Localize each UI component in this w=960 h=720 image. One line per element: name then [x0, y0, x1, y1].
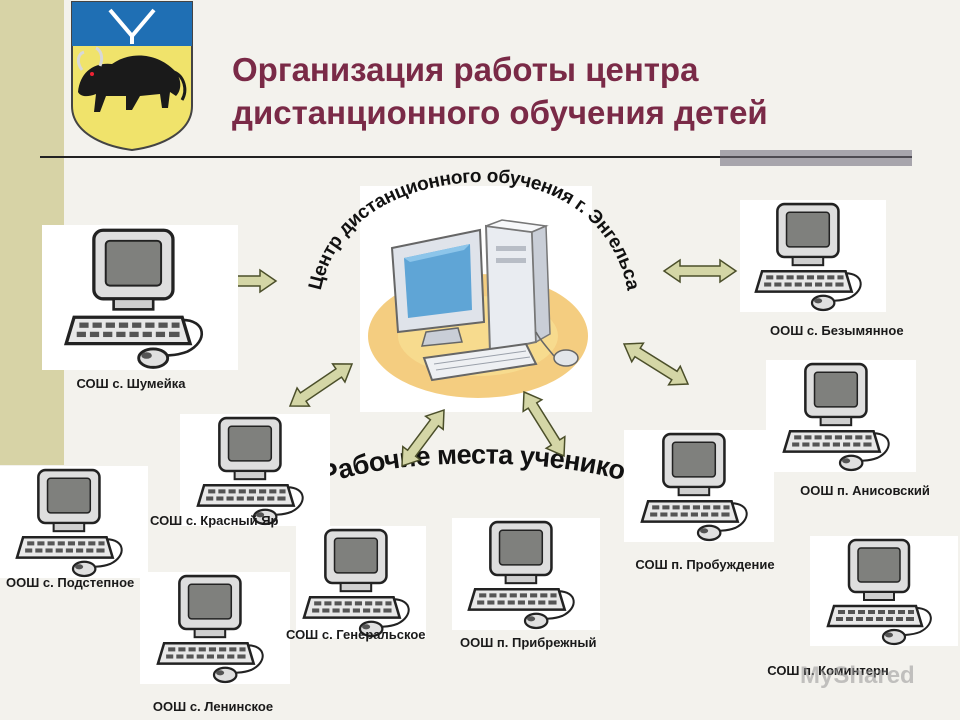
computer-icon: [810, 536, 958, 646]
node-label-shumeyka: СОШ с. Шумейка: [76, 376, 186, 391]
node-label-komintern: СОШ п. Коминтерн: [767, 663, 889, 678]
node-label-podstepnoe: ООШ с. Подстепное: [6, 575, 135, 590]
computer-node-pribrezhny: [452, 518, 600, 630]
computer-node-anisovsky: [766, 360, 916, 472]
computer-node-shumeyka: [42, 225, 238, 370]
title-line-2: дистанционного обучения детей: [232, 94, 768, 131]
watermark: MyShared: [800, 662, 915, 689]
center-computer-illustration: [360, 186, 592, 412]
accent-bar: [720, 150, 912, 166]
title-divider: [40, 156, 912, 158]
computer-icon: [452, 518, 600, 630]
arrow-bezymyannoe: [662, 258, 738, 284]
page-title: Организация работы центра дистанционного…: [232, 48, 912, 134]
computer-icon: [624, 430, 774, 542]
computer-node-podstepnoe: [0, 466, 148, 578]
node-label-anisovsky: ООШ п. Анисовский: [800, 483, 930, 498]
computer-icon: [766, 360, 916, 472]
computer-icon: [140, 572, 290, 684]
node-label-bezymyannoe: ООШ с. Безымянное: [770, 323, 904, 338]
coat-of-arms-icon: [70, 0, 194, 152]
center-caption-path: Рабочие места учеников: [316, 439, 645, 490]
arrow-anisovsky: [622, 342, 690, 386]
node-label-generalskoe: СОШ с. Генеральское: [286, 627, 426, 642]
computer-icon: [180, 414, 330, 526]
arrow-krasny-yar: [288, 363, 354, 407]
node-label-krasny-yar: СОШ с. Красный Яр: [150, 513, 279, 528]
computer-icon: [42, 225, 238, 370]
computer-node-krasny-yar: [180, 414, 330, 526]
computer-icon: [0, 466, 148, 578]
computer-node-komintern: [810, 536, 958, 646]
computer-node-bezymyannoe: [740, 200, 886, 312]
computer-icon: [740, 200, 886, 312]
computer-node-generalskoe: [296, 526, 426, 638]
node-label-probuzhdenie: СОШ п. Пробуждение: [635, 557, 775, 572]
computer-node-probuzhdenie: [624, 430, 774, 542]
center-caption: Рабочие места учеников: [316, 439, 644, 490]
node-label-pribrezhny: ООШ п. Прибрежный: [460, 635, 597, 650]
computer-node-leninskoe: [140, 572, 290, 684]
title-line-1: Организация работы центра: [232, 51, 699, 88]
arrow-generalskoe: [401, 408, 445, 468]
node-label-leninskoe: ООШ с. Ленинское: [152, 699, 274, 714]
computer-icon: [296, 526, 426, 638]
